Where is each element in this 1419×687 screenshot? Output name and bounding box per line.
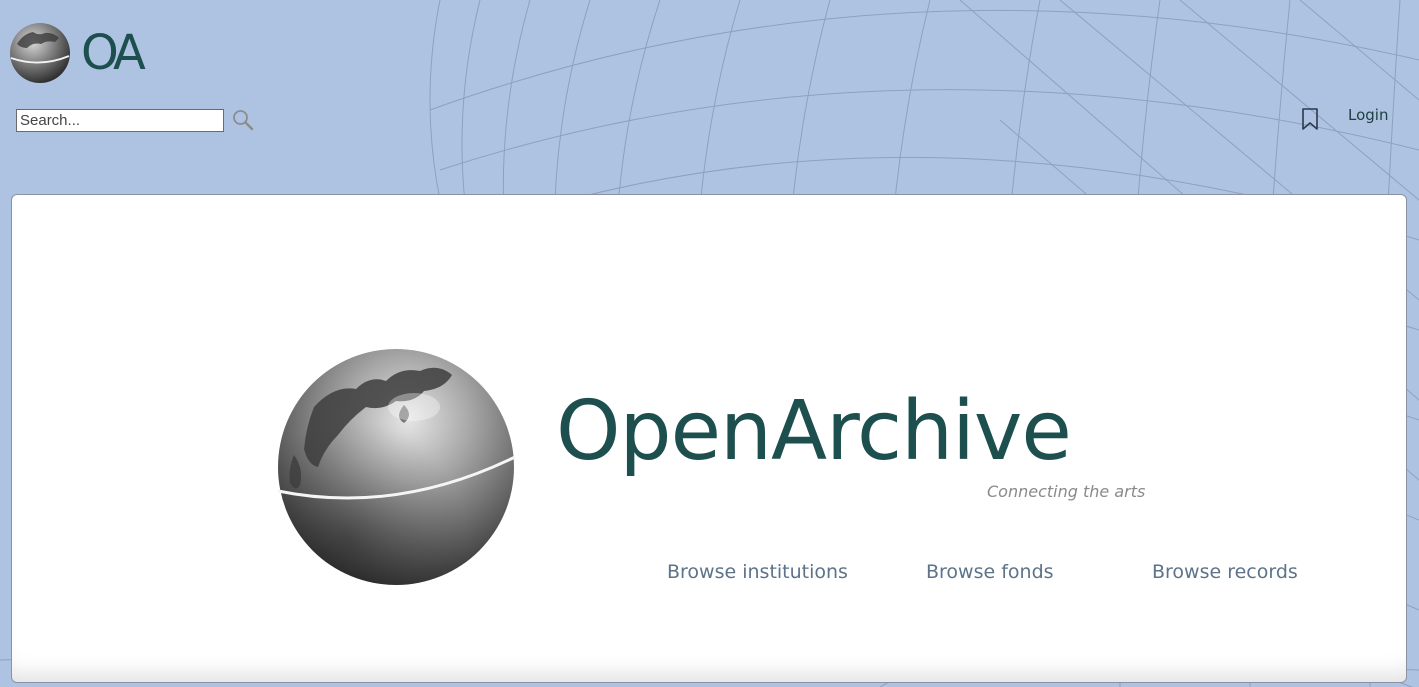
browse-fonds-link[interactable]: Browse fonds <box>926 561 1054 583</box>
search-icon[interactable] <box>231 108 255 132</box>
globe-icon <box>277 349 516 585</box>
search-bar <box>16 108 255 132</box>
site-logo[interactable]: OA <box>9 22 146 84</box>
globe-icon <box>10 23 70 83</box>
browse-institutions-link[interactable]: Browse institutions <box>667 561 848 583</box>
browse-records-link[interactable]: Browse records <box>1152 561 1298 583</box>
bookmark-icon[interactable] <box>1300 107 1320 131</box>
search-input[interactable] <box>16 108 224 132</box>
site-tagline: Connecting the arts <box>987 482 1146 501</box>
site-title: OpenArchive <box>556 384 1072 479</box>
logo-text: OA <box>81 25 146 81</box>
login-link[interactable]: Login <box>1348 106 1389 124</box>
hero-card: OpenArchive Connecting the arts Browse i… <box>11 194 1407 683</box>
